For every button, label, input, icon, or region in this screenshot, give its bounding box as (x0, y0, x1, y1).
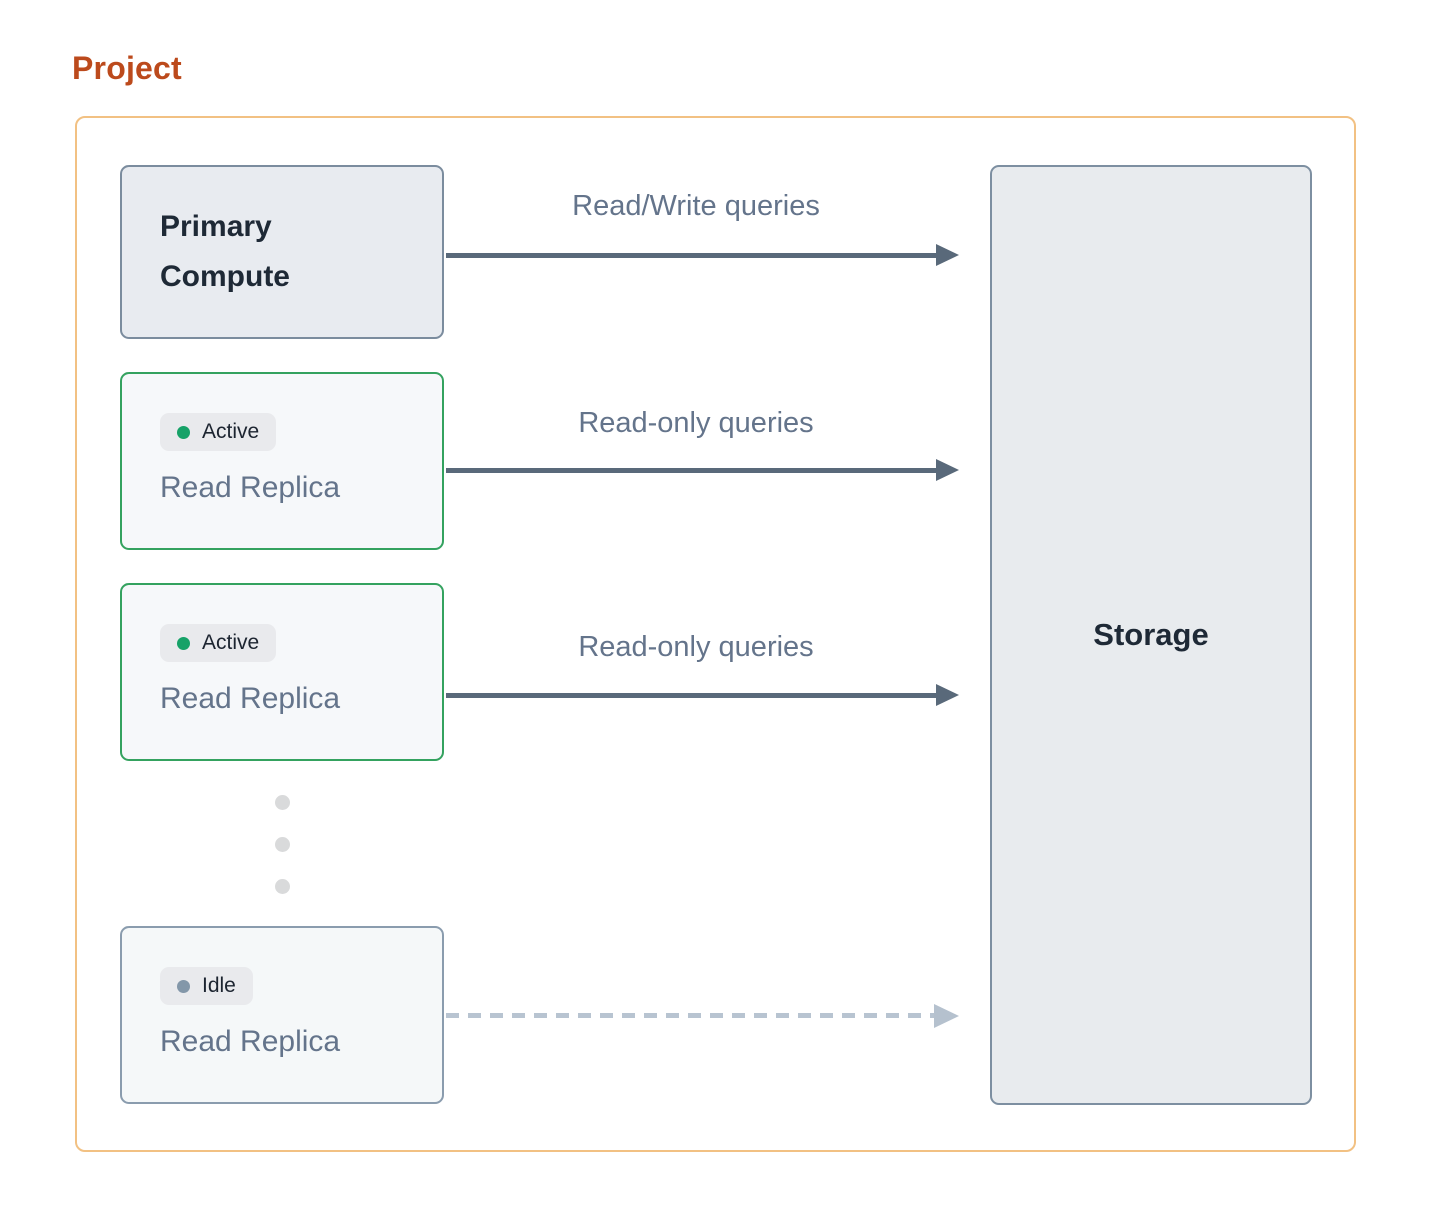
read-replica-node-3: Idle Read Replica (120, 926, 444, 1104)
edge-line-read-only-2 (446, 693, 937, 698)
status-badge: Active (160, 624, 277, 662)
status-label: Idle (202, 974, 236, 997)
replica-label: Read Replica (160, 682, 341, 715)
arrowhead-icon (936, 684, 959, 706)
arrowhead-icon (936, 459, 959, 481)
ellipsis-dot (275, 837, 290, 852)
status-label: Active (202, 420, 260, 443)
storage-node: Storage (990, 165, 1312, 1105)
page-title: Project (72, 50, 182, 86)
status-dot-icon (177, 636, 190, 650)
project-container (75, 116, 1356, 1152)
read-replica-node-1: Active Read Replica (120, 372, 444, 550)
edge-line-read-only-1 (446, 468, 937, 473)
status-badge: Active (160, 413, 277, 451)
ellipsis-dot (275, 795, 290, 810)
storage-label: Storage (1093, 617, 1209, 652)
status-dot-icon (177, 425, 190, 439)
arrowhead-icon (936, 244, 959, 266)
status-dot-icon (177, 979, 190, 993)
edge-label-read-write: Read/Write queries (572, 190, 820, 222)
status-badge: Idle (160, 967, 253, 1005)
arrowhead-icon (934, 1004, 959, 1028)
replica-label: Read Replica (160, 471, 341, 504)
primary-compute-label: Primary Compute (160, 210, 290, 293)
edge-label-read-only-2: Read-only queries (578, 631, 814, 663)
edge-line-idle-dashed (446, 1013, 935, 1018)
ellipsis-dot (275, 879, 290, 894)
edge-line-read-write (446, 253, 937, 258)
edge-label-read-only-1: Read-only queries (578, 407, 814, 439)
replica-label: Read Replica (160, 1025, 341, 1058)
read-replica-node-2: Active Read Replica (120, 583, 444, 761)
primary-compute-node: Primary Compute (120, 165, 444, 339)
status-label: Active (202, 631, 260, 654)
